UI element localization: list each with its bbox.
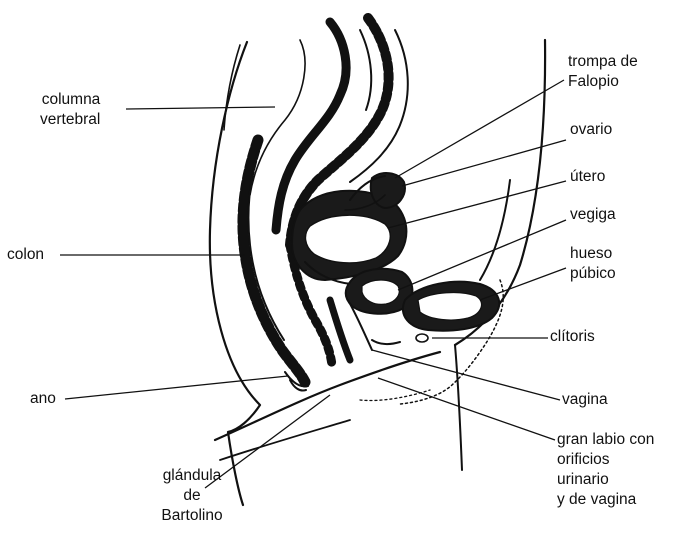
label-columna-vertebral-line1: columna: [40, 90, 100, 110]
label-gran-labio: gran labio con orificios urinario y de v…: [557, 430, 654, 510]
label-vegiga: vegiga: [570, 205, 616, 225]
pubic-hair-lower: [360, 390, 430, 401]
label-gran-labio-line3: urinario: [557, 470, 654, 490]
label-glandula-bartolino: glándula de Bartolino: [142, 466, 242, 526]
label-gran-labio-line4: y de vagina: [557, 490, 654, 510]
label-gran-labio-line2: orificios: [557, 450, 654, 470]
label-trompa-line2: Falopio: [568, 72, 638, 92]
label-gran-labio-line1: gran labio con: [557, 430, 654, 450]
label-trompa-line1: trompa de: [568, 52, 638, 72]
label-utero: útero: [570, 167, 605, 187]
label-glandula-line3: Bartolino: [142, 506, 242, 526]
label-columna-vertebral-line2: vertebral: [40, 110, 100, 130]
label-hueso-line1: hueso: [570, 244, 616, 264]
label-trompa-falopio: trompa de Falopio: [568, 52, 638, 92]
label-hueso-pubico: hueso púbico: [570, 244, 616, 284]
label-columna-vertebral: columna vertebral: [40, 90, 100, 130]
label-hueso-line2: púbico: [570, 264, 616, 284]
label-vagina: vagina: [562, 390, 608, 410]
label-colon: colon: [7, 245, 44, 265]
label-glandula-line1: glándula: [142, 466, 242, 486]
label-clitoris: clítoris: [550, 327, 595, 347]
abdominal-wall: [480, 180, 510, 280]
label-ano: ano: [30, 389, 56, 409]
label-ovario: ovario: [570, 120, 612, 140]
pubic-bone-shape: [403, 282, 499, 331]
label-glandula-line2: de: [142, 486, 242, 506]
